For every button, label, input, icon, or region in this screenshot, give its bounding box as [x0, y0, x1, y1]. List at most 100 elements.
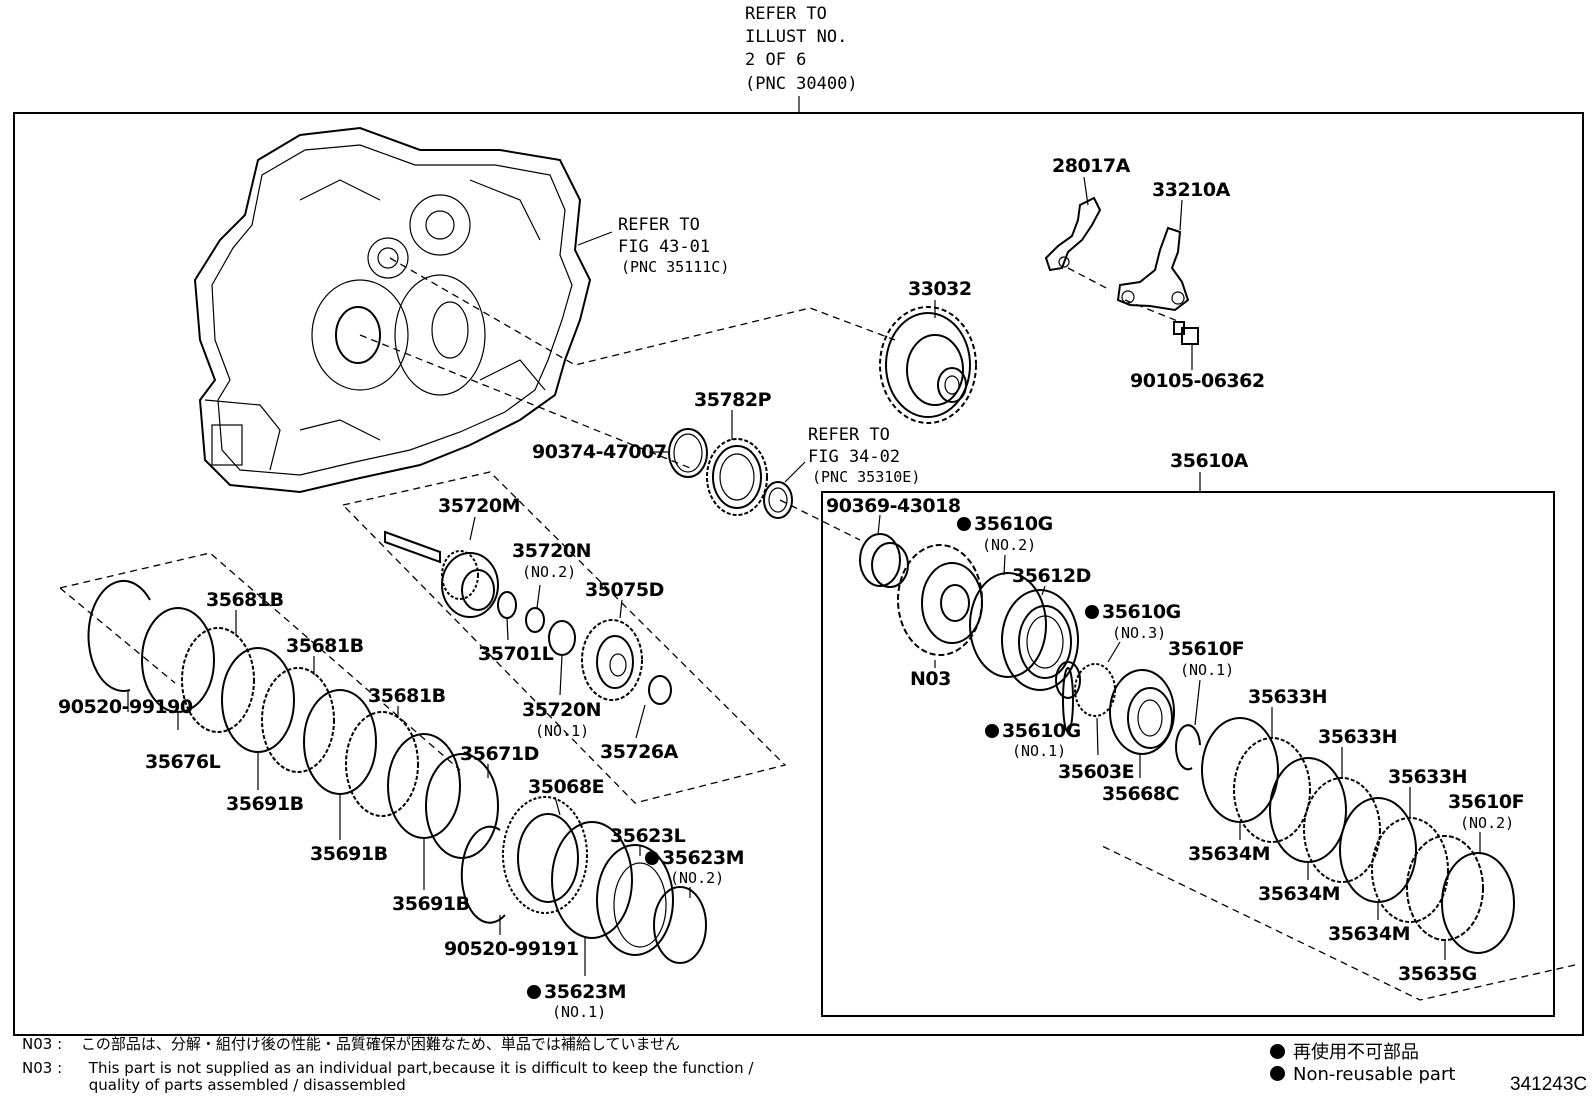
- label-35610G-no3: 35610G: [1102, 601, 1181, 623]
- piston-35623L: [596, 844, 674, 956]
- bearing-35720N-no1: [548, 620, 576, 656]
- refer-top-line2: ILLUST NO.: [745, 27, 847, 47]
- label-35691B-c: 35691B: [392, 893, 470, 915]
- label-35610F-no2: 35610F: [1448, 791, 1524, 813]
- refer-top-line1: REFER TO: [745, 4, 827, 24]
- label-90520-99190: 90520-99190: [58, 696, 193, 718]
- sub-35610F-no2: (NO.2): [1460, 814, 1514, 832]
- snap-ring-90520-99191: [460, 825, 506, 924]
- label-35720M: 35720M: [438, 495, 520, 517]
- bearing-35720N-no2: [525, 607, 545, 633]
- label-35623L: 35623L: [610, 825, 686, 847]
- refer-fig34-line2: FIG 34-02: [808, 447, 900, 467]
- note-jp-text: この部品は、分解・組付け後の性能・品質確保が困難なため、単品では補給していません: [80, 1035, 681, 1053]
- snap-ring-35610F-no2: [1441, 852, 1515, 954]
- spring-35603E: [1074, 663, 1116, 717]
- label-90520-99191: 90520-99191: [444, 938, 579, 960]
- seal-35623M-no1: [551, 821, 633, 939]
- sub-35623M-no1: (NO.1): [552, 1003, 606, 1021]
- label-35681B-a: 35681B: [206, 589, 284, 611]
- note-en: N03 : This part is not supplied as an in…: [22, 1060, 753, 1094]
- label-35691B-b: 35691B: [310, 843, 388, 865]
- sub-35720N-no1: (NO.1): [535, 722, 589, 740]
- label-90105-06362: 90105-06362: [1130, 370, 1265, 392]
- label-90369-43018: 90369-43018: [826, 495, 961, 517]
- note-jp: N03 : この部品は、分解・組付け後の性能・品質確保が困難なため、単品では補給…: [22, 1036, 680, 1053]
- label-35676L: 35676L: [145, 751, 221, 773]
- plate-35671D: [425, 753, 499, 859]
- refer-fig34-line3: (PNC 35310E): [812, 468, 920, 486]
- illustration-id: 341243C: [1510, 1074, 1587, 1095]
- label-35610G-no2: 35610G: [974, 513, 1053, 535]
- plate-35668C: [1109, 669, 1175, 755]
- label-35633H-b: 35633H: [1318, 726, 1397, 748]
- legend-jp-text: 再使用不可部品: [1293, 1042, 1419, 1063]
- bolt-90105: [1173, 321, 1199, 345]
- nonreusable-dot-icon: [1270, 1044, 1285, 1059]
- refer-top-line3: 2 OF 6: [745, 50, 806, 70]
- sub-35623M-no2: (NO.2): [670, 869, 724, 887]
- washer-35701L: [497, 591, 517, 619]
- snap-ring-90520-99190: [87, 579, 151, 692]
- label-35633H-c: 35633H: [1388, 766, 1467, 788]
- label-35701L: 35701L: [478, 643, 554, 665]
- label-35681B-b: 35681B: [286, 635, 364, 657]
- label-35634M-b: 35634M: [1258, 883, 1340, 905]
- label-35610G-no1: 35610G: [1002, 720, 1081, 742]
- legend-jp: 再使用不可部品: [1270, 1038, 1419, 1064]
- note-jp-code: N03 :: [22, 1035, 63, 1053]
- carrier-35720M: [384, 530, 499, 618]
- bearing-fig34: [763, 481, 793, 519]
- refer-fig34-line1: REFER TO: [808, 425, 890, 445]
- note-en-code: N03 :: [22, 1059, 63, 1077]
- label-35668C: 35668C: [1102, 783, 1179, 805]
- label-28017A: 28017A: [1052, 155, 1131, 177]
- legend-en-text: Non-reusable part: [1293, 1064, 1456, 1085]
- guide-line-shifter: [1067, 267, 1181, 323]
- nonreusable-dot-35610G-no1: [985, 724, 999, 738]
- label-35068E: 35068E: [528, 776, 604, 798]
- shim-90374-47007: [668, 428, 708, 478]
- bearing-35726A: [648, 675, 672, 705]
- nonreusable-dot-35610G-no2: [957, 517, 971, 531]
- gear-33032: [879, 306, 977, 424]
- label-35634M-c: 35634M: [1328, 923, 1410, 945]
- nonreusable-dot-icon: [1270, 1066, 1285, 1081]
- piston-35612D: [1001, 589, 1079, 691]
- label-35782P: 35782P: [694, 389, 772, 411]
- seal-35623M-no2: [653, 886, 707, 964]
- label-35634M-a: 35634M: [1188, 843, 1270, 865]
- label-35610F-no1: 35610F: [1168, 638, 1244, 660]
- legend-en: Non-reusable part: [1270, 1064, 1455, 1085]
- nonreusable-dot-35623M-no2: [645, 851, 659, 865]
- label-35635G: 35635G: [1398, 963, 1477, 985]
- label-33210A: 33210A: [1152, 179, 1231, 201]
- plate-35691B-c: [387, 733, 461, 839]
- label-90374-47007: 90374-47007: [532, 441, 667, 463]
- label-35726A: 35726A: [600, 741, 679, 763]
- gear-35075D: [581, 619, 643, 701]
- guide-box-center: [341, 471, 787, 804]
- refer-case-line3: (PNC 35111C): [621, 258, 729, 276]
- label-33032: 33032: [908, 278, 972, 300]
- transmission-case: [193, 126, 592, 494]
- plate-35634M-a: [1201, 717, 1279, 823]
- shift-arm-28017A: [1044, 196, 1102, 272]
- label-35720N-no2: 35720N: [512, 540, 591, 562]
- sub-35720N-no2: (NO.2): [522, 563, 576, 581]
- label-35623M-no1: 35623M: [544, 981, 626, 1003]
- label-35610A: 35610A: [1170, 450, 1249, 472]
- label-35681B-c: 35681B: [368, 685, 446, 707]
- shift-lever-33210A: [1116, 226, 1190, 312]
- seal-35610G-no3: [1055, 661, 1081, 699]
- guide-line-right-stack: [1099, 844, 1576, 1001]
- label-35623M-no2: 35623M: [662, 847, 744, 869]
- sub-35610F-no1: (NO.1): [1180, 661, 1234, 679]
- seal-35610G-no1: [1062, 667, 1074, 733]
- plate-35691B-a: [221, 647, 295, 753]
- snap-ring-35610F-no1: [1175, 724, 1201, 771]
- gear-35782P: [706, 438, 768, 516]
- disc-35681B-a: [181, 627, 255, 733]
- sub-35610G-no1: (NO.1): [1012, 742, 1066, 760]
